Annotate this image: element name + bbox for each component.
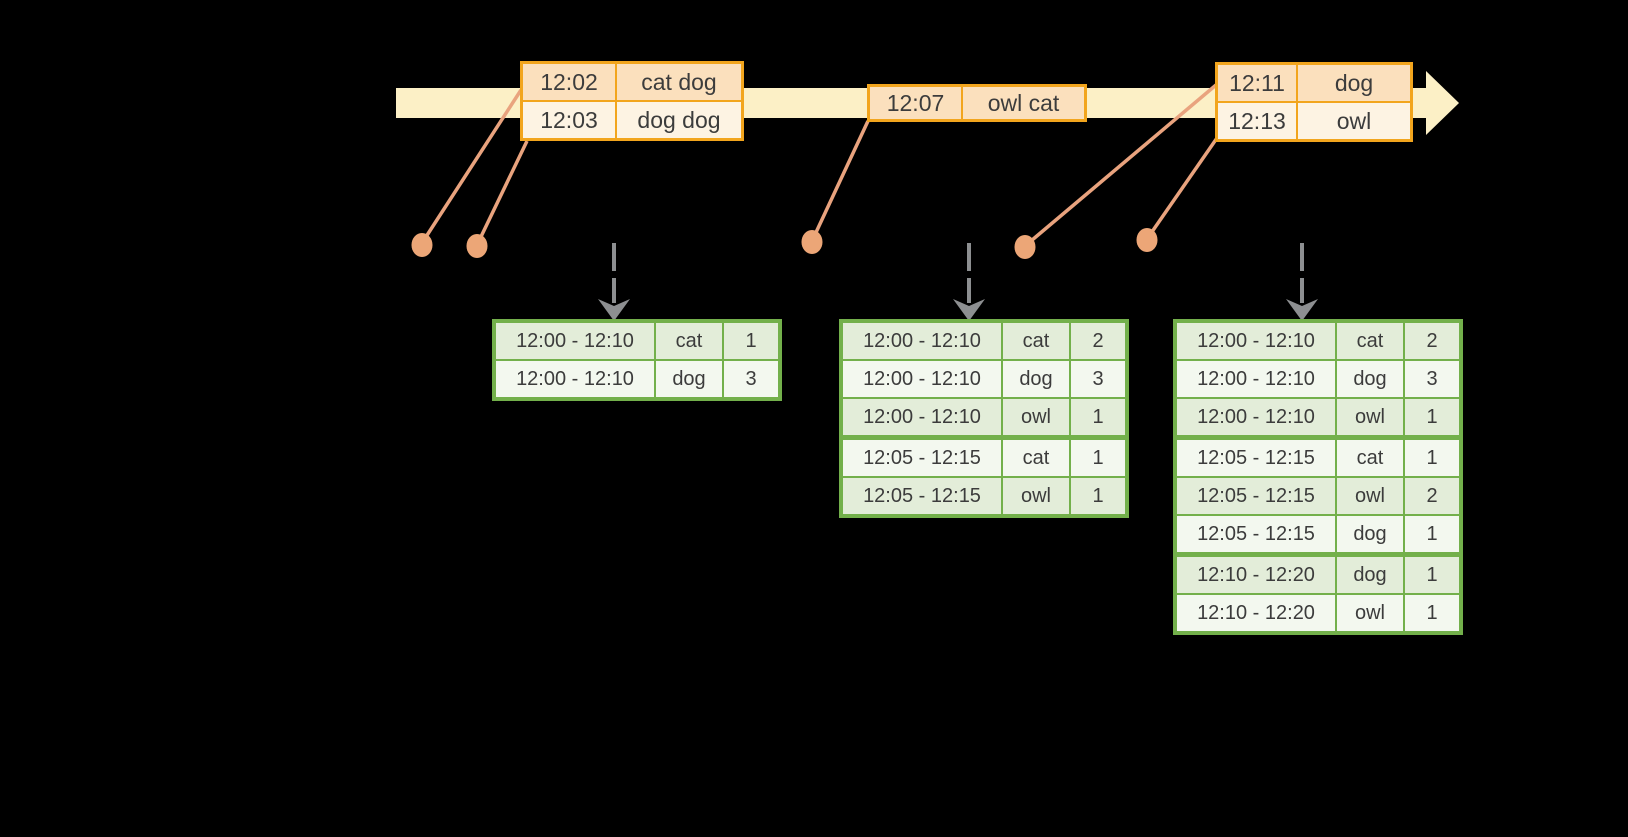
trigger-arrowhead-icon bbox=[1286, 299, 1318, 321]
event-dot bbox=[801, 230, 823, 254]
event-connector-line bbox=[1023, 83, 1218, 248]
count-cell: 1 bbox=[1069, 397, 1128, 439]
event-dot bbox=[1136, 228, 1158, 252]
window-cell: 12:10 - 12:20 bbox=[1174, 552, 1337, 595]
count-cell: 1 bbox=[1403, 552, 1462, 595]
event-time-cell: 12:13 bbox=[1215, 101, 1298, 142]
event-dot bbox=[466, 234, 488, 258]
window-cell: 12:05 - 12:15 bbox=[1174, 514, 1337, 556]
event-words-cell: dog dog bbox=[615, 100, 744, 141]
count-cell: 3 bbox=[1069, 359, 1128, 399]
count-cell: 1 bbox=[1403, 397, 1462, 439]
window-cell: 12:00 - 12:10 bbox=[840, 397, 1003, 439]
window-cell: 12:00 - 12:10 bbox=[840, 359, 1003, 399]
window-cell: 12:05 - 12:15 bbox=[840, 476, 1003, 517]
count-cell: 2 bbox=[1403, 476, 1462, 516]
event-dot bbox=[411, 233, 433, 257]
window-cell: 12:00 - 12:10 bbox=[1174, 320, 1337, 361]
trigger-arrowhead-icon bbox=[953, 299, 985, 321]
word-cell: dog bbox=[1335, 359, 1405, 399]
event-time-cell: 12:11 bbox=[1215, 62, 1298, 103]
event-connector-line bbox=[475, 140, 529, 246]
count-cell: 2 bbox=[1403, 320, 1462, 361]
count-cell: 1 bbox=[722, 320, 781, 361]
event-time-cell: 12:02 bbox=[520, 61, 617, 102]
word-cell: cat bbox=[1335, 320, 1405, 361]
count-cell: 3 bbox=[1403, 359, 1462, 399]
word-cell: owl bbox=[1335, 397, 1405, 439]
word-cell: owl bbox=[1001, 476, 1071, 517]
window-cell: 12:10 - 12:20 bbox=[1174, 593, 1337, 634]
word-cell: cat bbox=[1001, 320, 1071, 361]
word-cell: dog bbox=[654, 359, 724, 400]
event-connector-line bbox=[810, 120, 870, 242]
word-cell: cat bbox=[654, 320, 724, 361]
window-cell: 12:05 - 12:15 bbox=[1174, 435, 1337, 478]
event-words-cell: cat dog bbox=[615, 61, 744, 102]
window-cell: 12:00 - 12:10 bbox=[1174, 359, 1337, 399]
event-words-cell: owl bbox=[1296, 101, 1413, 142]
timeline-arrowhead-icon bbox=[1426, 71, 1459, 135]
word-cell: dog bbox=[1335, 552, 1405, 595]
word-cell: dog bbox=[1335, 514, 1405, 556]
event-words-cell: dog bbox=[1296, 62, 1413, 103]
word-cell: owl bbox=[1335, 476, 1405, 516]
event-time-cell: 12:03 bbox=[520, 100, 617, 141]
window-cell: 12:00 - 12:10 bbox=[493, 320, 656, 361]
trigger-arrowhead-icon bbox=[598, 299, 630, 321]
event-words-cell: owl cat bbox=[961, 84, 1087, 122]
count-cell: 1 bbox=[1403, 593, 1462, 634]
word-cell: cat bbox=[1335, 435, 1405, 478]
count-cell: 1 bbox=[1403, 514, 1462, 556]
window-cell: 12:00 - 12:10 bbox=[1174, 397, 1337, 439]
word-cell: dog bbox=[1001, 359, 1071, 399]
count-cell: 1 bbox=[1403, 435, 1462, 478]
event-dot bbox=[1014, 235, 1036, 259]
window-cell: 12:00 - 12:10 bbox=[840, 320, 1003, 361]
word-cell: owl bbox=[1001, 397, 1071, 439]
event-time-cell: 12:07 bbox=[867, 84, 963, 122]
count-cell: 3 bbox=[722, 359, 781, 400]
window-cell: 12:05 - 12:15 bbox=[1174, 476, 1337, 516]
word-cell: owl bbox=[1335, 593, 1405, 634]
count-cell: 2 bbox=[1069, 320, 1128, 361]
event-connector-line bbox=[420, 89, 523, 244]
window-cell: 12:05 - 12:15 bbox=[840, 435, 1003, 478]
count-cell: 1 bbox=[1069, 435, 1128, 478]
word-cell: cat bbox=[1001, 435, 1071, 478]
count-cell: 1 bbox=[1069, 476, 1128, 517]
event-connector-line bbox=[1145, 137, 1219, 240]
window-cell: 12:00 - 12:10 bbox=[493, 359, 656, 400]
